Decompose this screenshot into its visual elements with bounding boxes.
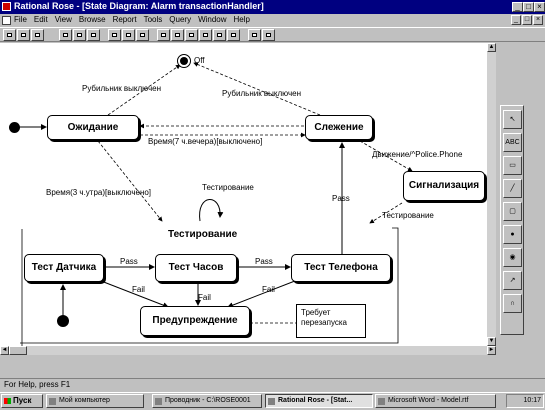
transition-pass-1[interactable]: Pass [120,257,138,266]
state-sensor-test[interactable]: Тест Датчика [24,254,104,282]
anchor-note-icon[interactable]: ╱ [503,179,522,198]
horizontal-scrollbar[interactable]: ◄ ► [0,346,496,355]
transition-pass-tracking[interactable]: Pass [332,194,350,203]
status-bar: For Help, press F1 [0,378,545,391]
initial-state-marker[interactable] [9,122,20,133]
test-initial-state-marker[interactable] [57,315,69,327]
transition-lines [20,62,413,346]
new-file-icon[interactable] [3,29,16,41]
horizontal-scroll-thumb[interactable] [9,346,27,355]
windows-logo-icon [4,398,11,404]
note-icon[interactable]: ▭ [503,156,522,175]
paste-icon[interactable] [87,29,100,41]
text-box-icon[interactable]: ABC [503,133,522,152]
menu-report[interactable]: Report [112,15,137,24]
state-waiting[interactable]: Ожидание [47,115,139,140]
toolbar [0,27,545,42]
state-phone-test[interactable]: Тест Телефона [291,254,391,282]
taskbar: Пуск Мой компьютер Проводник - C:\ROSE00… [0,392,545,410]
task-explorer[interactable]: Проводник - C:\ROSE0001 [152,394,262,408]
zoom-in-icon[interactable] [248,29,261,41]
state-transition-icon[interactable]: ↗ [503,271,522,290]
rose-app-icon[interactable] [2,2,11,11]
end-label: Off [194,56,205,65]
scroll-up-button[interactable]: ▲ [487,43,496,52]
open-file-icon[interactable] [17,29,30,41]
diagram-note[interactable]: Требует перезапуска [296,304,366,338]
minimize-button[interactable]: _ [512,2,523,12]
save-icon[interactable] [31,29,44,41]
menu-edit[interactable]: Edit [33,15,48,24]
document-icon[interactable] [2,16,11,25]
menu-help[interactable]: Help [233,15,250,24]
transition-fail-1[interactable]: Fail [132,285,145,294]
task-microsoft-word[interactable]: Microsoft Word - Model.rtf [375,394,496,408]
state-clock-test[interactable]: Тест Часов [155,254,237,282]
system-tray: 10:17 [506,394,544,408]
transition-pass-2[interactable]: Pass [255,257,273,266]
task-my-computer[interactable]: Мой компьютер [46,394,144,408]
menu-view[interactable]: View [54,15,72,24]
transition-fail-2[interactable]: Fail [198,293,211,302]
folder-icon [155,398,162,405]
state-icon[interactable]: ▢ [503,202,522,221]
transition-switch-off-left[interactable]: Рубильник выключен [82,84,162,93]
right-pane: ↖ ABC ▭ ╱ ▢ ● ◉ ↗ ∩ [496,43,545,355]
final-state-marker[interactable] [177,54,191,68]
browse-component-diagram-icon[interactable] [185,29,198,41]
transition-fail-3[interactable]: Fail [262,285,275,294]
doc-close-button[interactable]: × [533,15,543,25]
state-signaling[interactable]: Сигнализация [403,171,485,201]
doc-minimize-button[interactable]: _ [511,15,521,25]
clock: 10:17 [523,397,541,404]
menu-window[interactable]: Window [198,15,227,24]
selection-arrow-icon[interactable]: ↖ [503,110,522,129]
print-icon[interactable] [108,29,121,41]
scroll-right-button[interactable]: ► [487,346,496,355]
copy-icon[interactable] [73,29,86,41]
scroll-down-button[interactable]: ▼ [487,337,496,346]
task-rational-rose[interactable]: Rational Rose - [Stat... [265,394,373,408]
state-warning[interactable]: Предупреждение [140,306,250,336]
vertical-scrollbar[interactable]: ▲ ▼ [487,43,496,346]
scroll-left-button[interactable]: ◄ [0,346,9,355]
computer-icon [49,398,56,405]
menu-file[interactable]: File [14,15,27,24]
end-state-icon[interactable]: ◉ [503,248,522,267]
status-text: For Help, press F1 [4,380,71,389]
state-testing[interactable]: Тестирование [168,229,238,240]
diagram-canvas[interactable]: Off Ожидание Слежение Сигнализация Тести… [0,43,487,346]
close-button[interactable]: × [534,2,545,12]
transition-time-7pm[interactable]: Время(7 ч.вечера)[выключено] [148,137,263,146]
transition-testing-self[interactable]: Тестирование [202,183,254,192]
maximize-button[interactable]: □ [523,2,534,12]
menu-tools[interactable]: Tools [143,15,163,24]
browse-parent-icon[interactable] [213,29,226,41]
start-state-icon[interactable]: ● [503,225,522,244]
context-help-icon[interactable] [136,29,149,41]
browse-previous-icon[interactable] [227,29,240,41]
state-diagram-toolbox: ↖ ABC ▭ ╱ ▢ ● ◉ ↗ ∩ [500,105,524,335]
title-bar: Rational Rose - [State Diagram: Alarm tr… [0,0,545,14]
doc-restore-button[interactable]: □ [522,15,532,25]
cut-icon[interactable] [59,29,72,41]
transition-movement[interactable]: Движение/^Police.Phone [372,150,463,159]
transition-switch-off-right[interactable]: Рубильник выключен [222,89,302,98]
start-button[interactable]: Пуск [1,394,43,408]
word-icon [378,398,385,405]
menu-bar: File Edit View Browse Report Tools Query… [0,14,545,27]
menu-browse[interactable]: Browse [78,15,106,24]
browse-deployment-diagram-icon[interactable] [199,29,212,41]
rose-task-icon [268,398,275,405]
transition-to-self-icon[interactable]: ∩ [503,294,522,313]
browse-interaction-diagram-icon[interactable] [171,29,184,41]
window-title: Rational Rose - [State Diagram: Alarm tr… [14,1,264,11]
browse-class-diagram-icon[interactable] [157,29,170,41]
transition-testing-signal[interactable]: Тестирование [382,211,434,220]
menu-query[interactable]: Query [169,15,192,24]
zoom-out-icon[interactable] [262,29,275,41]
help-icon[interactable] [122,29,135,41]
state-tracking[interactable]: Слежение [305,115,373,140]
transition-time-3am[interactable]: Время(3 ч.утра)[выключено] [46,188,152,197]
